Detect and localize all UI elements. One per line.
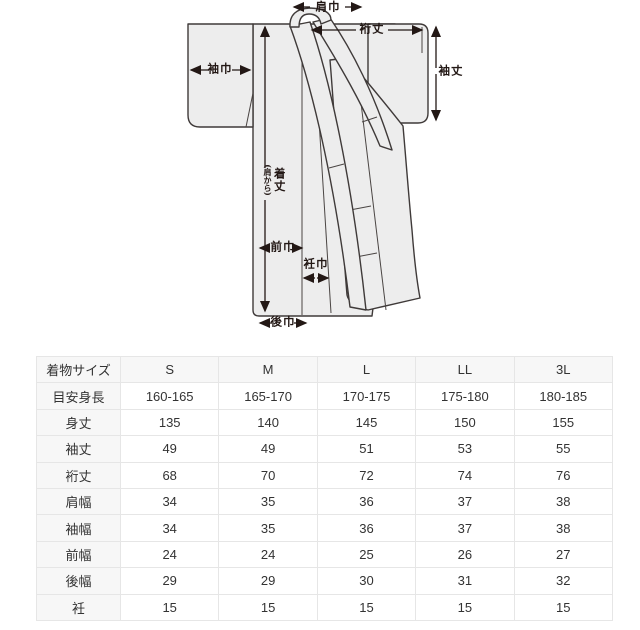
measurement-row-label: 前幅	[36, 540, 121, 569]
size-value-cell: 27	[513, 540, 613, 569]
size-value-cell: 30	[316, 567, 417, 595]
yuki-length-label: 裄丈	[359, 21, 385, 36]
size-value-cell: 70	[218, 461, 318, 489]
size-value-cell: 34	[119, 514, 220, 542]
size-value-cell: 15	[415, 593, 515, 621]
measurement-row-label: 袖丈	[36, 435, 121, 463]
measurement-row-label: 目安身長	[36, 382, 121, 410]
measurement-row-label: 後幅	[36, 567, 121, 595]
size-value-cell: 15	[513, 593, 613, 621]
kakeeri-seam-front	[328, 163, 345, 169]
kakeeri-seam-right	[361, 116, 378, 123]
size-value-cell: 72	[316, 461, 417, 489]
size-value-cell: 76	[513, 461, 613, 489]
size-value-cell: 155	[513, 408, 613, 437]
shoulder-width-label: 肩巾	[315, 0, 341, 14]
size-column-header: LL	[415, 355, 515, 384]
collar-right-band	[312, 17, 393, 151]
okumi-seam-line	[357, 77, 387, 311]
size-value-cell: 38	[513, 487, 613, 516]
size-value-cell: 35	[218, 514, 318, 542]
measurement-row-label: 袖幅	[36, 514, 121, 542]
kimono-line-drawing	[187, 1, 442, 329]
body-length-label: 着丈	[272, 167, 287, 193]
front-width-label: 前巾	[270, 239, 296, 254]
size-value-cell: 25	[316, 540, 417, 569]
sleeve-width-label: 袖巾	[207, 61, 233, 76]
size-value-cell: 49	[218, 435, 318, 463]
size-value-cell: 24	[218, 540, 318, 569]
size-column-header: S	[119, 355, 220, 384]
measurement-row-label: 衽	[36, 593, 121, 621]
right-sleeve-panel	[367, 23, 429, 124]
size-corner-header: 着物サイズ	[36, 355, 121, 384]
kimono-measurement-diagram: 肩巾 裄丈 袖丈 袖巾 着丈 (肩から) 前巾 衽巾 後巾	[187, 0, 464, 329]
size-value-cell: 49	[119, 435, 220, 463]
size-value-cell: 51	[316, 435, 417, 463]
size-value-cell: 140	[218, 408, 318, 437]
size-value-cell: 35	[218, 487, 318, 516]
measurement-row-label: 肩幅	[36, 487, 121, 516]
size-value-cell: 36	[316, 487, 417, 516]
size-value-cell: 15	[218, 593, 318, 621]
size-value-cell: 165-170	[218, 382, 318, 410]
size-value-cell: 74	[415, 461, 515, 489]
left-sleeve-inner-seam	[245, 92, 254, 128]
size-value-cell: 135	[119, 408, 220, 437]
sleeve-length-label: 袖丈	[438, 63, 464, 78]
size-value-cell: 160-165	[119, 382, 220, 410]
size-value-cell: 38	[513, 514, 613, 542]
size-value-cell: 36	[316, 514, 417, 542]
back-width-label: 後巾	[270, 314, 296, 329]
size-value-cell: 24	[119, 540, 220, 569]
size-column-header: L	[316, 355, 417, 384]
size-value-cell: 32	[513, 567, 613, 595]
size-value-cell: 34	[119, 487, 220, 516]
size-value-cell: 53	[415, 435, 515, 463]
size-value-cell: 29	[119, 567, 220, 595]
size-value-cell: 37	[415, 487, 515, 516]
collar-front-band	[289, 21, 367, 311]
size-value-cell: 15	[119, 593, 220, 621]
size-column-header: M	[218, 355, 318, 384]
body-length-note-label: (肩から)	[263, 164, 273, 196]
size-value-cell: 145	[316, 408, 417, 437]
measurement-row-label: 身丈	[36, 408, 121, 437]
size-value-cell: 15	[316, 593, 417, 621]
size-column-header: 3L	[513, 355, 613, 384]
measurement-row-label: 裄丈	[36, 461, 121, 489]
size-value-cell: 150	[415, 408, 515, 437]
size-value-cell: 26	[415, 540, 515, 569]
okumi-width-label: 衽巾	[303, 256, 329, 271]
size-value-cell: 31	[415, 567, 515, 595]
size-value-cell: 29	[218, 567, 318, 595]
size-value-cell: 180-185	[513, 382, 613, 410]
size-value-cell: 175-180	[415, 382, 515, 410]
size-value-cell: 170-175	[316, 382, 417, 410]
size-value-cell: 37	[415, 514, 515, 542]
fold-tick-upper	[349, 205, 372, 211]
size-value-cell: 68	[119, 461, 220, 489]
size-value-cell: 55	[513, 435, 613, 463]
left-sleeve-panel	[187, 23, 254, 128]
